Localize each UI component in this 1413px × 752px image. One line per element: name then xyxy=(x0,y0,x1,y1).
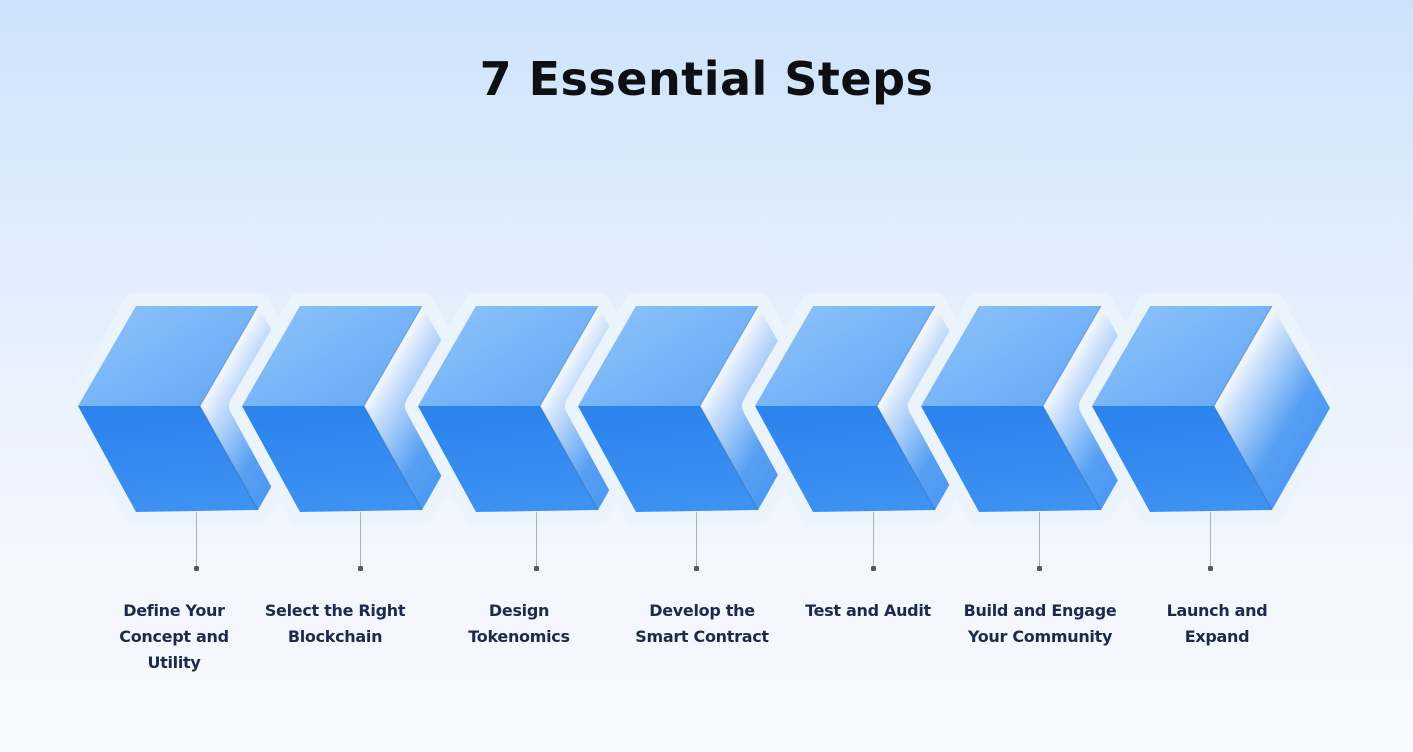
connector-line xyxy=(1210,512,1211,568)
connector-line xyxy=(536,512,537,568)
cube-front-face xyxy=(1092,406,1272,512)
connector-dot xyxy=(358,566,363,571)
cube-edge-crease xyxy=(699,305,759,511)
connector-dot xyxy=(1208,566,1213,571)
connector-dot xyxy=(1037,566,1042,571)
cube-top-face xyxy=(578,306,758,406)
connector-line xyxy=(196,512,197,568)
step-label: Design Tokenomics xyxy=(468,601,570,646)
connector-dot xyxy=(194,566,199,571)
cube-top-face xyxy=(418,306,598,406)
step-label: Launch and Expand xyxy=(1166,601,1268,646)
step-label: Select the Right Blockchain xyxy=(264,601,406,646)
step-cube xyxy=(1079,293,1343,525)
connector-line xyxy=(360,512,361,568)
step-label: Develop the Smart Contract xyxy=(635,601,769,646)
connector-dot xyxy=(871,566,876,571)
cube-side-face xyxy=(1214,306,1330,510)
cube-edge-crease xyxy=(199,305,259,511)
connector-dot xyxy=(694,566,699,571)
cube-front-face xyxy=(78,406,258,512)
cube-edge-crease xyxy=(1213,305,1273,511)
cube-top-face xyxy=(755,306,935,406)
connector-line xyxy=(873,512,874,568)
cube-top-face xyxy=(78,306,258,406)
cube-edge-crease xyxy=(363,305,423,511)
cube-edge-crease xyxy=(539,305,599,511)
connector-line xyxy=(696,512,697,568)
connector-dot xyxy=(534,566,539,571)
page-title: 7 Essential Steps xyxy=(479,52,934,106)
connector-line xyxy=(1039,512,1040,568)
cube-top-face xyxy=(921,306,1101,406)
cube-top-face xyxy=(1092,306,1272,406)
cube-top-face xyxy=(242,306,422,406)
cube-edge-crease xyxy=(876,305,936,511)
cube-front-face xyxy=(578,406,758,512)
cube-front-face xyxy=(921,406,1101,512)
step-label: Define Your Concept and Utility xyxy=(119,601,229,672)
cube-front-face xyxy=(418,406,598,512)
cube-front-face xyxy=(242,406,422,512)
cube-front-face xyxy=(755,406,935,512)
cube-edge-crease xyxy=(1042,305,1102,511)
step-label: Test and Audit xyxy=(805,601,931,620)
step-label: Build and Engage Your Community xyxy=(963,601,1117,646)
